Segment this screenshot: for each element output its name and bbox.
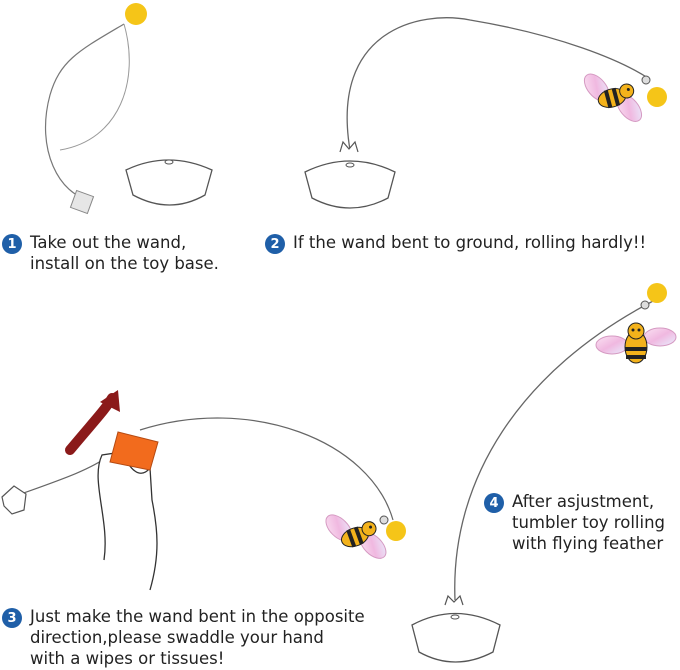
yellow-ball — [647, 87, 667, 107]
yellow-ball — [125, 3, 147, 25]
step1-illustration — [45, 3, 213, 215]
step-number-badge: 2 — [265, 234, 285, 254]
hand-icon — [97, 451, 158, 591]
toy-base-icon — [125, 159, 213, 206]
step-1: 1 Take out the wand, install on the toy … — [2, 232, 219, 274]
bee-toy-icon — [318, 496, 394, 578]
yellow-ball — [647, 283, 667, 303]
toy-base-icon — [304, 160, 396, 209]
step-text: Take out the wand, install on the toy ba… — [30, 233, 219, 273]
step-4: 4 After asjustment, tumbler toy rolling … — [484, 491, 665, 554]
wand-connector-icon — [69, 189, 95, 215]
step-text: If the wand bent to ground, rolling hard… — [293, 233, 647, 252]
step2-illustration — [304, 17, 667, 209]
step-3: 3 Just make the wand bent in the opposit… — [2, 606, 365, 669]
bee-toy-icon — [577, 58, 649, 137]
step-text: Just make the wand bent in the opposite … — [30, 607, 365, 668]
tissue-icon — [109, 431, 159, 471]
step-2: 2 If the wand bent to ground, rolling ha… — [265, 232, 646, 254]
step4-illustration — [411, 283, 677, 663]
step3-illustration — [1, 390, 406, 591]
bend-arrow-icon — [65, 393, 117, 455]
toy-base-icon — [1, 485, 27, 515]
bee-toy-icon — [595, 322, 677, 364]
step-number-badge: 4 — [484, 493, 504, 513]
yellow-ball — [386, 521, 406, 541]
step-number-badge: 3 — [2, 608, 22, 628]
step-text: After asjustment, tumbler toy rolling wi… — [512, 492, 666, 553]
toy-base-icon — [411, 612, 501, 663]
step-number-badge: 1 — [2, 234, 22, 254]
